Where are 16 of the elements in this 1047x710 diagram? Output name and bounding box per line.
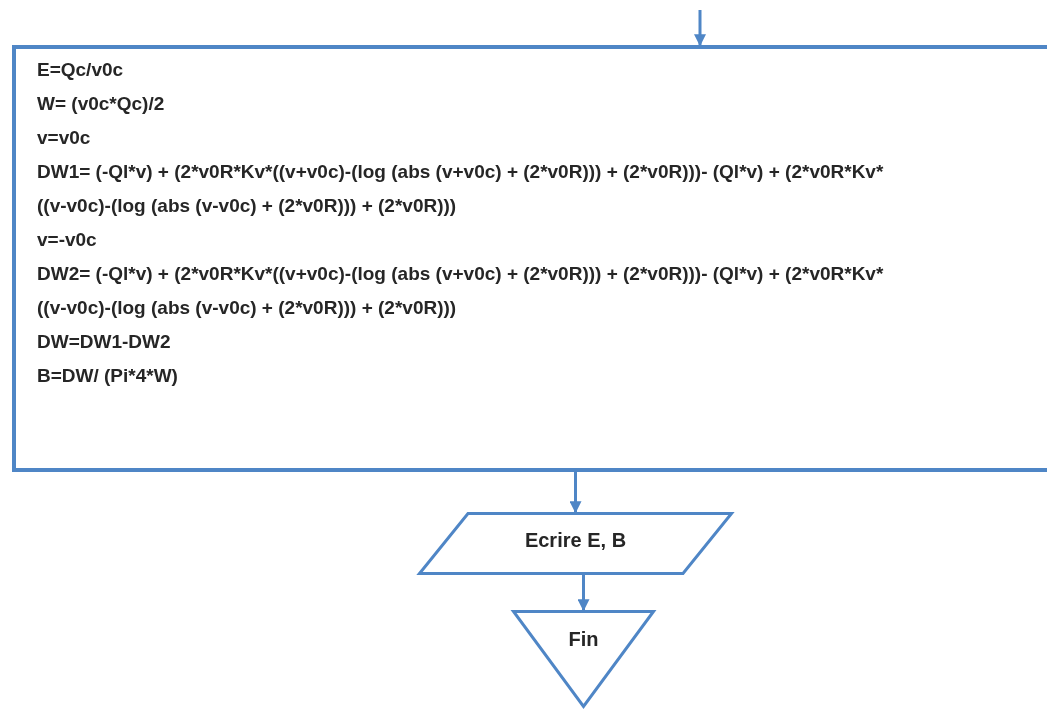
formula-text: v=v0c [37,126,92,150]
output-label: Ecrire E, B [524,529,627,551]
output-parallelogram [418,512,733,575]
formula-text: E=Qc/v0c [37,58,125,82]
end-label: Fin [568,628,599,650]
process-box [12,45,1047,472]
arrow [569,472,582,514]
formula-text: B=DW/ (Pi*4*W) [37,364,179,388]
arrow [577,575,590,612]
arrow [694,10,706,47]
formula-text: DW2= (-Ql*v) + (2*v0R*Kv*((v+v0c)-(log (abs (v+v0c) + (2*v0R))) + (2*v0R)))- (Ql*v) + (2*v0R*Kv*((v-v0c)-(log (abs (v-v0c) + (2*v0R))) + (2*v0R))) [37,262,885,320]
formula-text: DW1= (-Ql*v) + (2*v0R*Kv*((v+v0c)-(log (abs (v+v0c) + (2*v0R))) + (2*v0R)))- (Ql*v) + (2*v0R*Kv*((v-v0c)-(log (abs (v-v0c) + (2*v0R))) + (2*v0R))) [37,160,885,218]
formula-text: DW=DW1-DW2 [37,330,172,354]
formula-text: W= (v0c*Qc)/2 [37,92,166,116]
end-triangle [512,610,655,708]
formula-text: v=-v0c [37,228,98,252]
